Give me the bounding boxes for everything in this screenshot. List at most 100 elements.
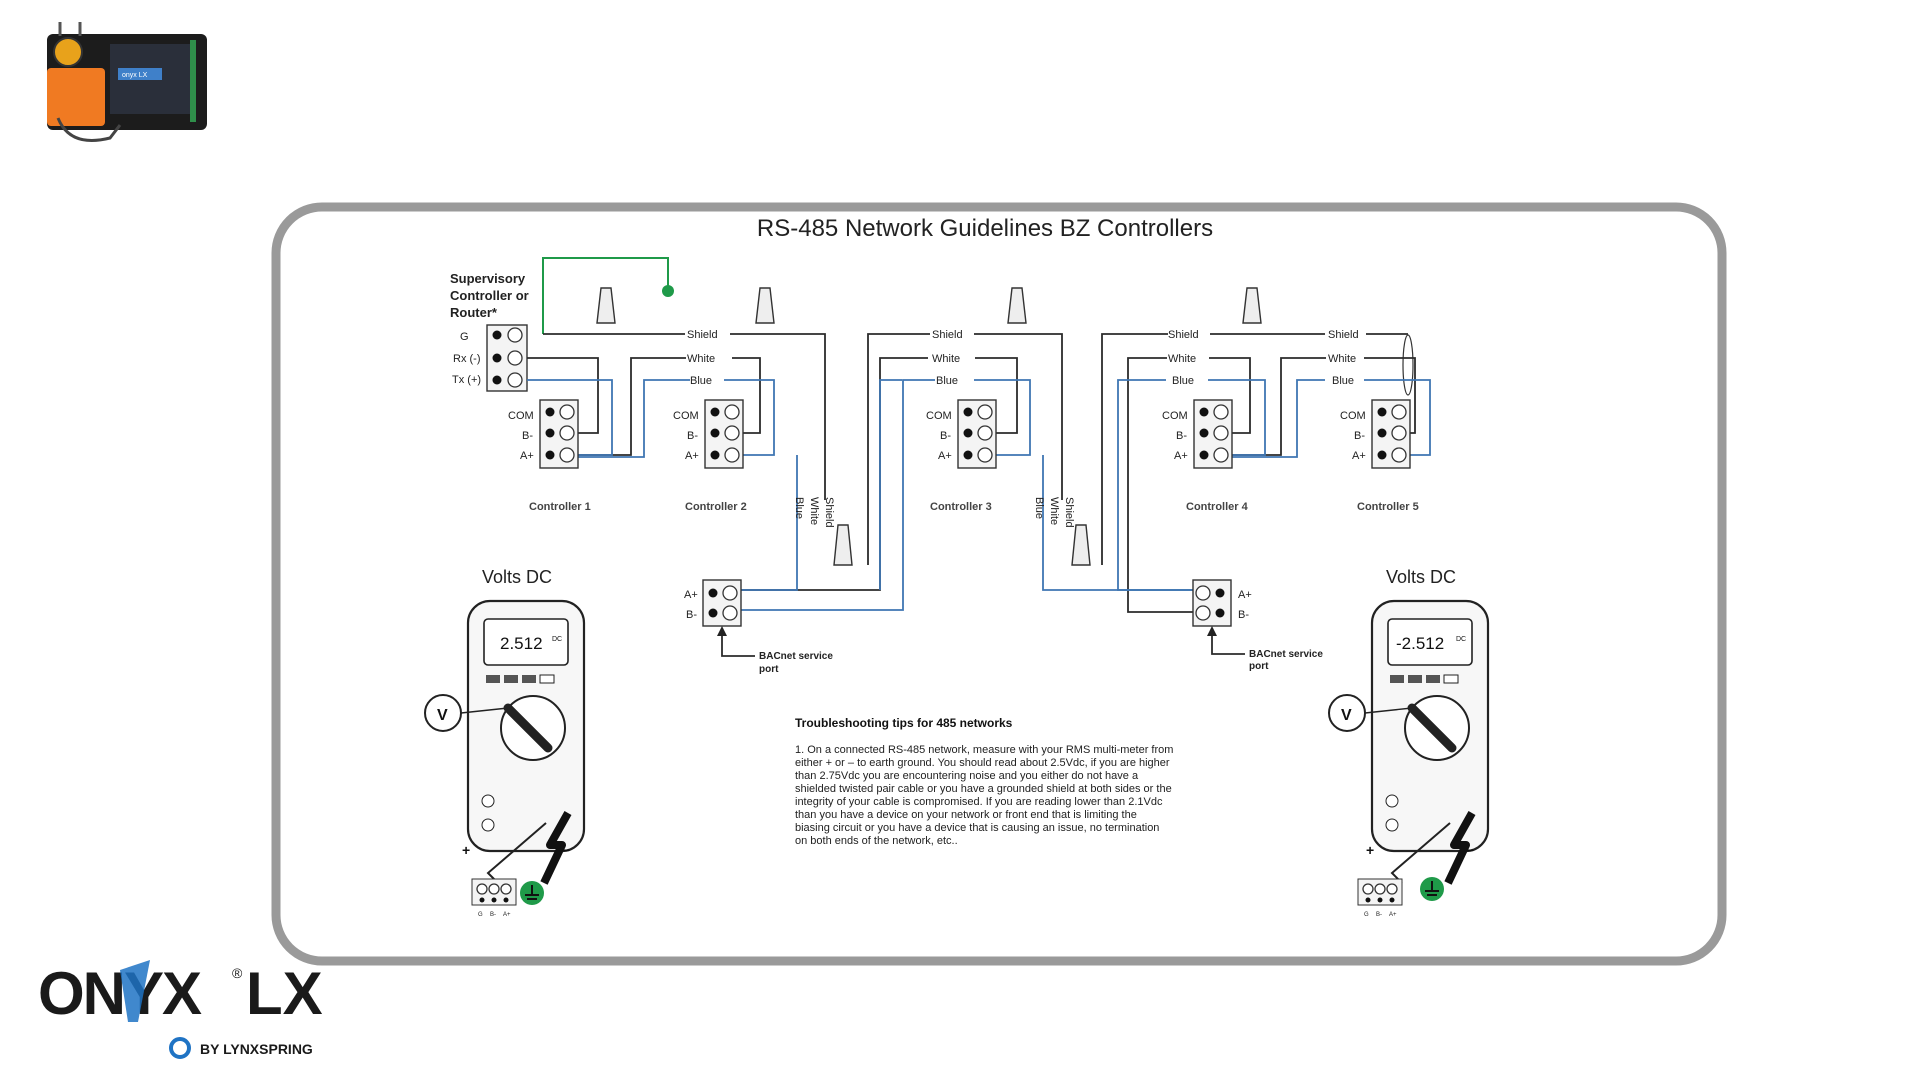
sp-left-a: A+ bbox=[684, 589, 698, 601]
multimeter-left: Volts DC 2.512 DC V + − G B- A+ bbox=[424, 567, 586, 918]
wire-label-white-3: White bbox=[1168, 353, 1196, 365]
vlabel-shield-left: Shield bbox=[823, 497, 835, 528]
supervisory-line2: Controller or bbox=[450, 288, 529, 303]
c1-b: B- bbox=[522, 430, 533, 442]
tips-line: than you have a device on your network o… bbox=[795, 809, 1137, 821]
supervisory-line1: Supervisory bbox=[450, 271, 526, 286]
wire-label-blue-2: Blue bbox=[936, 375, 958, 387]
tips-line: on both ends of the network, etc.. bbox=[795, 835, 958, 847]
troubleshooting-tips: Troubleshooting tips for 485 networks 1.… bbox=[795, 716, 1173, 847]
wire-label-white-4: White bbox=[1328, 353, 1356, 365]
meter-right-pin-g: G bbox=[1364, 912, 1369, 918]
sp-left-b: B- bbox=[686, 609, 697, 621]
c5-com: COM bbox=[1340, 410, 1366, 422]
meter-right-plus: + bbox=[1366, 842, 1374, 858]
meter-right-minus: − bbox=[1466, 842, 1474, 858]
wire-label-shield-2: Shield bbox=[932, 329, 963, 341]
meter-right-pin-b: B- bbox=[1376, 912, 1382, 918]
meter-right-pin-a: A+ bbox=[1389, 912, 1397, 918]
controller-4-label: Controller 4 bbox=[1186, 501, 1249, 513]
blue-bus: Blue Blue Blue Blue bbox=[527, 375, 1431, 611]
controller-1: COM B- A+ Controller 1 bbox=[508, 399, 591, 513]
c2-a: A+ bbox=[685, 450, 699, 462]
meter-left-pin-g: G bbox=[478, 912, 483, 918]
c4-b: B- bbox=[1176, 430, 1187, 442]
controller-2: COM B- A+ Controller 2 bbox=[673, 399, 747, 513]
device-image: onyx LX bbox=[47, 22, 207, 142]
tips-line: either + or – to earth ground. You shoul… bbox=[795, 757, 1170, 769]
lynxspring-icon bbox=[169, 1037, 191, 1059]
tips-line: biasing circuit or you have a device tha… bbox=[795, 822, 1159, 834]
sup-tx-label: Tx (+) bbox=[452, 374, 481, 386]
shield-bus: Shield Shield Shield Shield bbox=[543, 329, 1414, 565]
sp-right-line2: port bbox=[1249, 661, 1269, 672]
vlabel-blue-left: Blue bbox=[793, 497, 805, 519]
c2-com: COM bbox=[673, 410, 699, 422]
tips-line: than 2.75Vdc you are encountering noise … bbox=[795, 770, 1139, 782]
service-port-right: A+ B- BACnet service port bbox=[1192, 579, 1323, 672]
ground-wire bbox=[542, 257, 669, 334]
vlabel-shield-right: Shield bbox=[1063, 497, 1075, 528]
meter-left-label: Volts DC bbox=[482, 567, 552, 587]
meter-left-unit: DC bbox=[552, 636, 562, 643]
wire-nuts-top bbox=[596, 287, 1262, 566]
wire-label-blue-4: Blue bbox=[1332, 375, 1354, 387]
svg-text:V: V bbox=[437, 707, 448, 724]
sp-right-b: B- bbox=[1238, 609, 1249, 621]
device-label: onyx LX bbox=[122, 72, 148, 79]
logo-by: BY LYNXSPRING bbox=[200, 1041, 313, 1057]
tips-line: shielded twisted pair cable or you have … bbox=[795, 783, 1172, 795]
ground-point bbox=[662, 285, 674, 297]
vertical-wire-labels: Blue White Shield Blue White Shield bbox=[793, 497, 1075, 528]
meter-right-reading: -2.512 bbox=[1396, 634, 1444, 653]
svg-text:V: V bbox=[1341, 707, 1352, 724]
wire-label-blue-1: Blue bbox=[690, 375, 712, 387]
vlabel-blue-right: Blue bbox=[1033, 497, 1045, 519]
logo-suffix: LX bbox=[246, 960, 323, 1027]
tips-line: integrity of your cable is compromised. … bbox=[795, 796, 1163, 808]
multimeter-right: Volts DC -2.512 DC V + − G B- A+ bbox=[1328, 567, 1490, 918]
sp-left-line1: BACnet service bbox=[759, 651, 833, 662]
meter-left-pin-b: B- bbox=[490, 912, 496, 918]
tips-heading: Troubleshooting tips for 485 networks bbox=[795, 716, 1013, 730]
controller-3-label: Controller 3 bbox=[930, 501, 992, 513]
controller-5: COM B- A+ Controller 5 bbox=[1340, 399, 1419, 513]
c3-b: B- bbox=[940, 430, 951, 442]
wire-label-white-2: White bbox=[932, 353, 960, 365]
onyx-lx-logo: ONYX ® LX BY LYNXSPRING bbox=[38, 960, 323, 1059]
sup-g-label: G bbox=[460, 331, 469, 343]
meter-left-reading: 2.512 bbox=[500, 634, 543, 653]
controller-4: COM B- A+ Controller 4 bbox=[1162, 399, 1249, 513]
controller-5-label: Controller 5 bbox=[1357, 501, 1419, 513]
diagram-card bbox=[271, 202, 1727, 966]
c1-com: COM bbox=[508, 410, 534, 422]
c1-a: A+ bbox=[520, 450, 534, 462]
meter-left-plus: + bbox=[462, 842, 470, 858]
c2-b: B- bbox=[687, 430, 698, 442]
meter-left-minus: − bbox=[562, 842, 570, 858]
c3-com: COM bbox=[926, 410, 952, 422]
wire-label-blue-3: Blue bbox=[1172, 375, 1194, 387]
sp-left-line2: port bbox=[759, 664, 779, 675]
service-port-left: A+ B- BACnet service port bbox=[684, 579, 833, 675]
c4-com: COM bbox=[1162, 410, 1188, 422]
c4-a: A+ bbox=[1174, 450, 1188, 462]
c5-b: B- bbox=[1354, 430, 1365, 442]
sp-right-a: A+ bbox=[1238, 589, 1252, 601]
supervisory-controller: Supervisory Controller or Router* G Rx (… bbox=[450, 271, 529, 392]
sp-right-line1: BACnet service bbox=[1249, 649, 1323, 660]
svg-text:®: ® bbox=[232, 965, 243, 981]
wire-label-shield-4: Shield bbox=[1328, 329, 1359, 341]
meter-right-label: Volts DC bbox=[1386, 567, 1456, 587]
vlabel-white-left: White bbox=[808, 497, 820, 525]
sup-rx-label: Rx (-) bbox=[453, 353, 481, 365]
controller-1-label: Controller 1 bbox=[529, 501, 591, 513]
controller-2-label: Controller 2 bbox=[685, 501, 747, 513]
c3-a: A+ bbox=[938, 450, 952, 462]
controller-3: COM B- A+ Controller 3 bbox=[926, 399, 997, 513]
c5-a: A+ bbox=[1352, 450, 1366, 462]
supervisory-line3: Router* bbox=[450, 305, 498, 320]
tips-line: 1. On a connected RS-485 network, measur… bbox=[795, 744, 1173, 756]
